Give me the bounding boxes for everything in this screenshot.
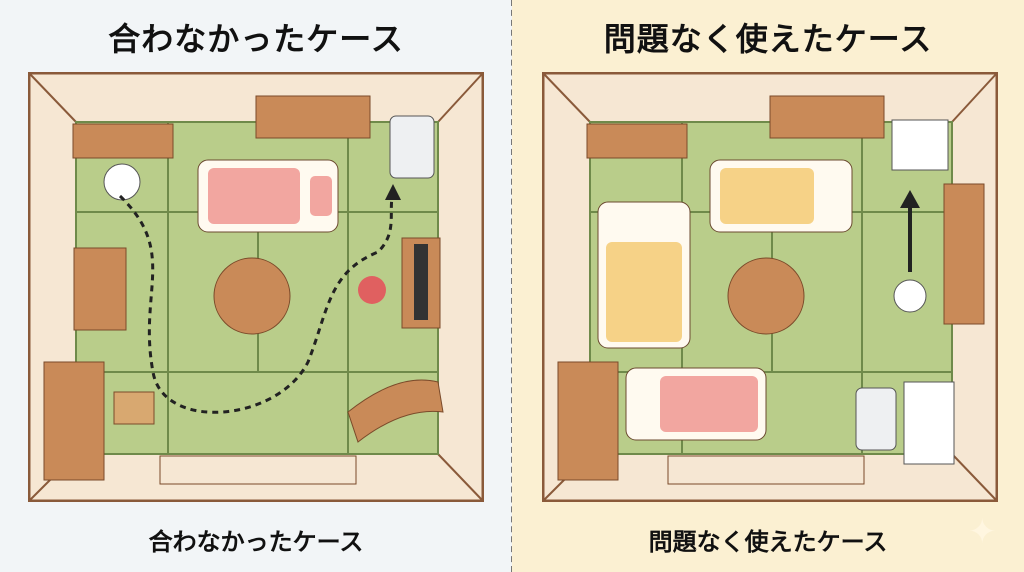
right-panel: 問題なく使えたケース 問題なく使えたケース	[512, 0, 1024, 572]
right-caption: 問題なく使えたケース	[648, 528, 888, 556]
left-title: 合わなかったケース	[108, 20, 404, 58]
tv	[414, 244, 428, 320]
round-table	[213, 257, 291, 335]
sparkle-icon: ✦	[968, 512, 997, 552]
bookshelf	[769, 95, 885, 139]
box	[113, 391, 155, 425]
shelf	[43, 361, 105, 481]
low-cabinet	[72, 123, 174, 159]
bookshelf	[255, 95, 371, 139]
washbasin	[903, 381, 955, 465]
sink	[891, 119, 949, 171]
unsuitable-room-floorplan	[28, 72, 484, 502]
right-title: 問題なく使えたケース	[603, 20, 933, 58]
left-caption: 合わなかったケース	[148, 528, 364, 556]
person	[893, 279, 927, 313]
shelf	[557, 361, 619, 481]
low-cabinet	[586, 123, 688, 159]
window	[667, 455, 865, 485]
detour-path-arrow	[118, 191, 395, 414]
desk	[73, 247, 127, 331]
dehumidifier	[389, 115, 435, 179]
round-table	[727, 257, 805, 335]
person	[103, 163, 141, 201]
stool	[358, 276, 386, 304]
left-panel: 合わなかったケース 合わなかったケース	[0, 0, 512, 572]
corner-desk	[347, 379, 444, 443]
suitable-room-floorplan	[542, 72, 998, 502]
dehumidifier	[855, 387, 897, 451]
door	[943, 183, 985, 325]
window	[159, 455, 357, 485]
